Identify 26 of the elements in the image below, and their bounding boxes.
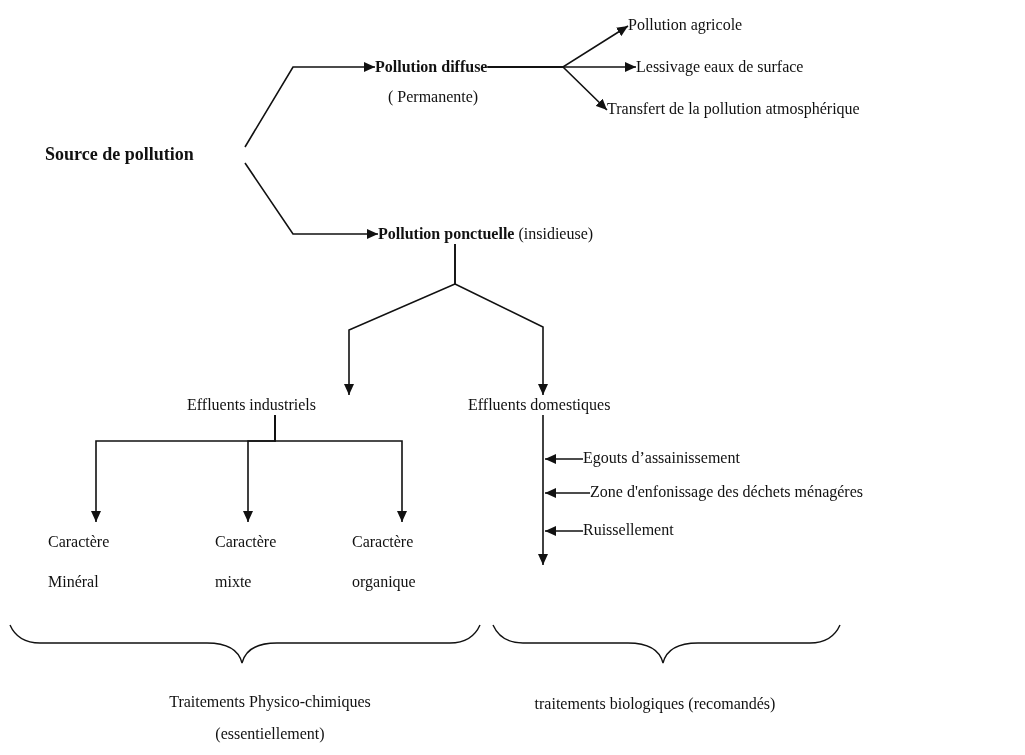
arrow [244,62,376,148]
node-label: Transfert de la pollution atmosphérique [607,99,860,119]
bracket-caption: traitements biologiques (recomandés) [533,695,777,713]
arrow [486,66,608,111]
node-label: Pollution agricole [628,15,743,35]
arrow [244,162,379,239]
node-label: Effluents industriels [187,395,317,415]
arrow [544,454,584,464]
node-label: Caractère organique [352,522,447,602]
node-label: Caractère mixte [215,522,295,602]
arrow [544,526,584,536]
arrow [454,243,548,396]
node-label: Effluents domestiques [468,395,611,415]
arrow [538,414,548,566]
arrow [544,488,591,498]
bracket-caption: Traitements Physico-chimiques (essentiellement) [168,692,372,745]
node-label: Lessivage eaux de surface [636,57,804,77]
node-label: Ruissellement [583,520,674,540]
node-label: Zone d'enfonissage des déchets ménagéres [590,482,863,502]
node-label: Caractère Minéral [48,522,143,602]
arrow [274,414,407,523]
node-subtitle: ( Permanente) [387,87,480,107]
node-title: Pollution diffuse [375,57,488,77]
category-text: Pollution ponctuelle (insidieuse) [378,224,594,244]
node-label: Egouts d’assainissement [583,448,740,468]
source-text: Source de pollution [45,144,245,164]
